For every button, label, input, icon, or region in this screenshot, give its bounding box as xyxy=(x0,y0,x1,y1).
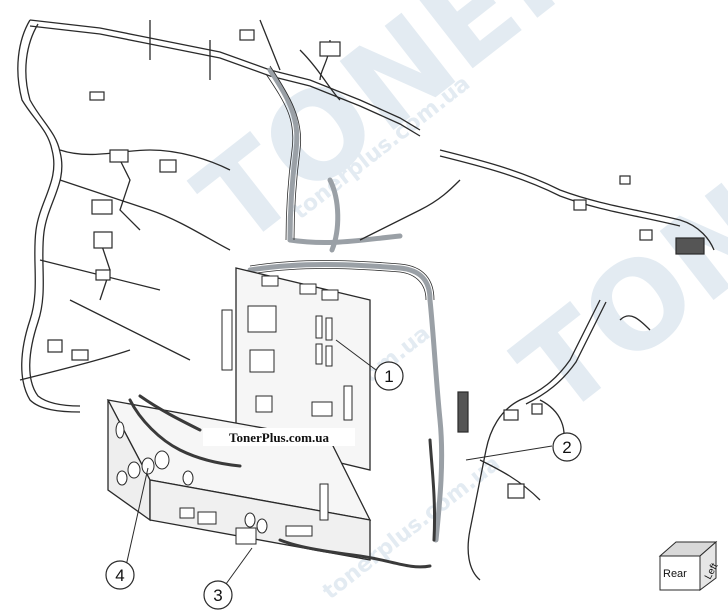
site-label: TonerPlus.com.ua xyxy=(229,430,329,445)
orientation-cube: Rear Left xyxy=(658,540,721,591)
orientation-rear-label: Rear xyxy=(663,568,687,580)
control-board xyxy=(221,267,371,471)
callout-1[interactable]: 1 xyxy=(374,361,404,391)
right-connectors xyxy=(457,175,705,499)
power-supply-board xyxy=(106,399,372,561)
dark-harness xyxy=(128,394,437,569)
callout-number: 3 xyxy=(213,586,222,605)
gray-bundle-outlines xyxy=(249,65,435,301)
callout-number: 2 xyxy=(562,438,571,457)
callout-4[interactable]: 4 xyxy=(105,560,135,590)
callout-leaders xyxy=(125,339,553,585)
callout-2[interactable]: 2 xyxy=(552,432,582,462)
right-harness xyxy=(359,149,715,581)
gray-bundles xyxy=(247,67,445,543)
capacitors xyxy=(115,421,268,534)
callout-number: 4 xyxy=(115,566,124,585)
callout-3[interactable]: 3 xyxy=(203,580,233,610)
site-label-box: TonerPlus.com.ua xyxy=(203,428,355,446)
left-connectors xyxy=(47,29,341,361)
callout-number: 1 xyxy=(384,367,393,386)
